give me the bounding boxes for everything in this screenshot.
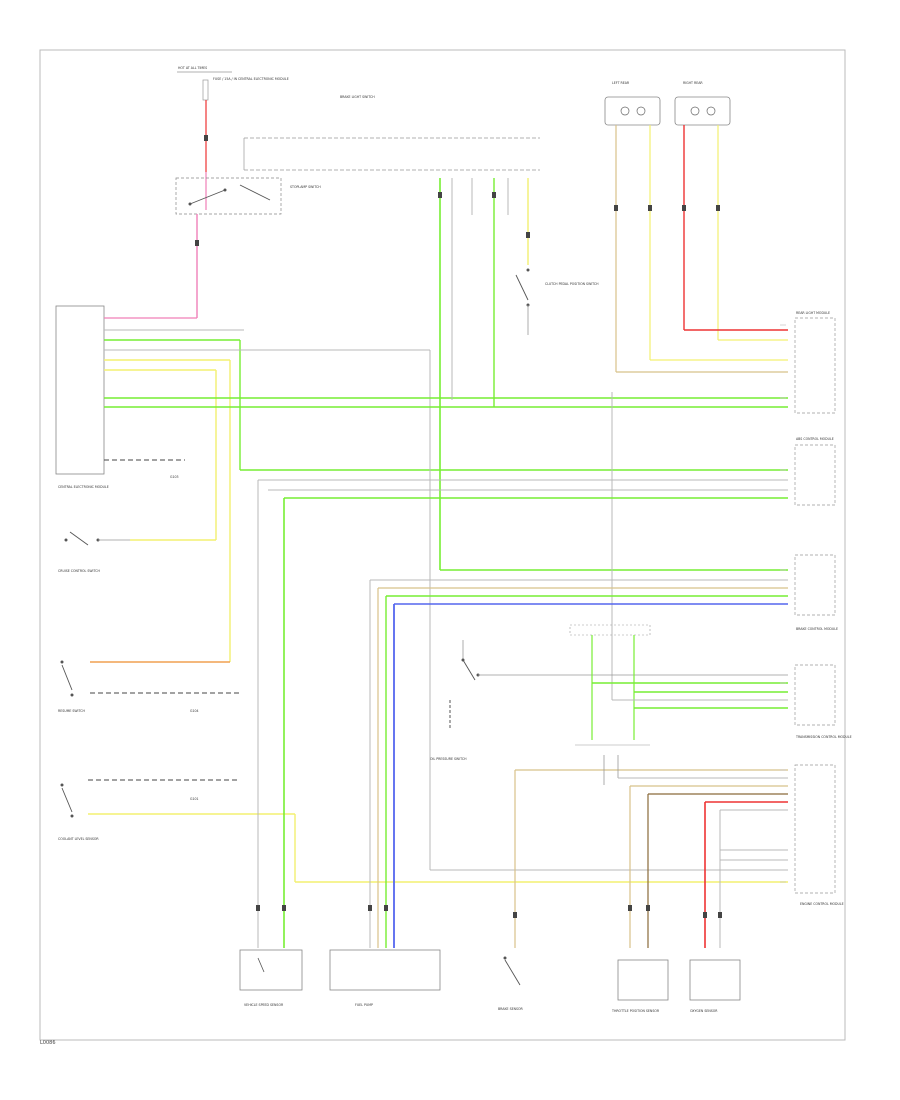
coolant-switch-group: COOLANT LEVEL SENSOR G101 (58, 779, 788, 883)
left-lamp-label: LEFT REAR (612, 81, 630, 85)
fuse-top-label: HOT AT ALL TIMES (178, 66, 207, 70)
right-lamp-icon (674, 96, 731, 126)
fuse-icon (202, 79, 209, 101)
ground-bar-group: BRAKE LIGHT SWITCH (243, 95, 540, 171)
cruise-switch-group: CRUISE CONTROL SWITCH (58, 531, 130, 573)
tcm-connector-top (569, 624, 651, 636)
fuel-pump-box (329, 949, 441, 991)
diagram-code: L0086 (40, 1040, 56, 1046)
speed-sensor-label: VEHICLE SPEED SENSOR (244, 1003, 284, 1007)
central-module-group: CENTRAL ELECTRONIC MODULE (55, 305, 109, 489)
cruise-switch-label: CRUISE CONTROL SWITCH (58, 569, 100, 573)
coolant-switch-label: COOLANT LEVEL SENSOR (58, 837, 99, 841)
ecm-module-box (794, 764, 836, 894)
fuse-list-label: FUSE / 15A / IN CENTRAL ELECTRONIC MODUL… (213, 77, 289, 81)
throttle-group: THROTTLE POSITION SENSOR (611, 959, 669, 1013)
ground-top-label: BRAKE LIGHT SWITCH (340, 95, 375, 99)
right-lamp-label: RIGHT REAR (683, 81, 703, 85)
pin-marks (780, 324, 786, 883)
brake-switch-group: STOPLAMP SWITCH (175, 177, 321, 318)
clutch-switch-group: CLUTCH PEDAL POSITION SWITCH (515, 268, 599, 335)
brake-module-label: BRAKE CONTROL MODULE (796, 627, 838, 631)
left-lamp-group: LEFT REAR (604, 81, 661, 126)
fuel-pump-group: FUEL PUMP (329, 949, 441, 1007)
right-lamp-group: RIGHT REAR (674, 81, 731, 126)
throttle-label: THROTTLE POSITION SENSOR (611, 1009, 660, 1013)
ground-e3-label: G101 (190, 797, 199, 801)
fuel-pump-label: FUEL PUMP (355, 1003, 373, 1007)
oxygen-box (689, 959, 741, 1001)
clutch-switch-label: CLUTCH PEDAL POSITION SWITCH (545, 282, 599, 286)
central-module-label: CENTRAL ELECTRONIC MODULE (58, 485, 109, 489)
light-module-box (794, 317, 836, 414)
brake-switch-label: STOPLAMP SWITCH (290, 185, 321, 189)
tcm-module-label: TRANSMISSION CONTROL MODULE (795, 735, 852, 739)
oil-switch-group: OIL PRESSURE SWITCH (430, 640, 788, 761)
ecm-module-label: ENGINE CONTROL MODULE (800, 902, 844, 906)
resume-switch-group: RESUME SWITCH G104 (58, 660, 240, 713)
brake-module-box (794, 554, 836, 616)
ground-e1-label: G103 (170, 475, 179, 479)
throttle-box (617, 959, 669, 1001)
diagram-frame (39, 49, 846, 1041)
central-module-box (55, 305, 105, 475)
body-module-box (794, 444, 836, 506)
resume-switch-label: RESUME SWITCH (58, 709, 85, 713)
oil-switch-label: OIL PRESSURE SWITCH (430, 757, 467, 761)
tcm-module-box (794, 664, 836, 726)
brake-switch-box (175, 177, 282, 215)
brake-sensor-group: BRAKE SENSOR (498, 956, 524, 1011)
ground-e2-label: G104 (190, 709, 199, 713)
left-lamp-icon (604, 96, 661, 126)
speed-sensor-box (239, 949, 303, 991)
oxygen-group: OXYGEN SENSOR (689, 959, 741, 1013)
light-module-label: REAR LIGHT MODULE (796, 311, 830, 315)
brake-sensor-label: BRAKE SENSOR (498, 1007, 524, 1011)
oxygen-label: OXYGEN SENSOR (690, 1009, 718, 1013)
abs-module-label: ABS CONTROL MODULE (796, 437, 834, 441)
connector-marks (195, 135, 722, 918)
speed-sensor-group: VEHICLE SPEED SENSOR (239, 949, 303, 1007)
